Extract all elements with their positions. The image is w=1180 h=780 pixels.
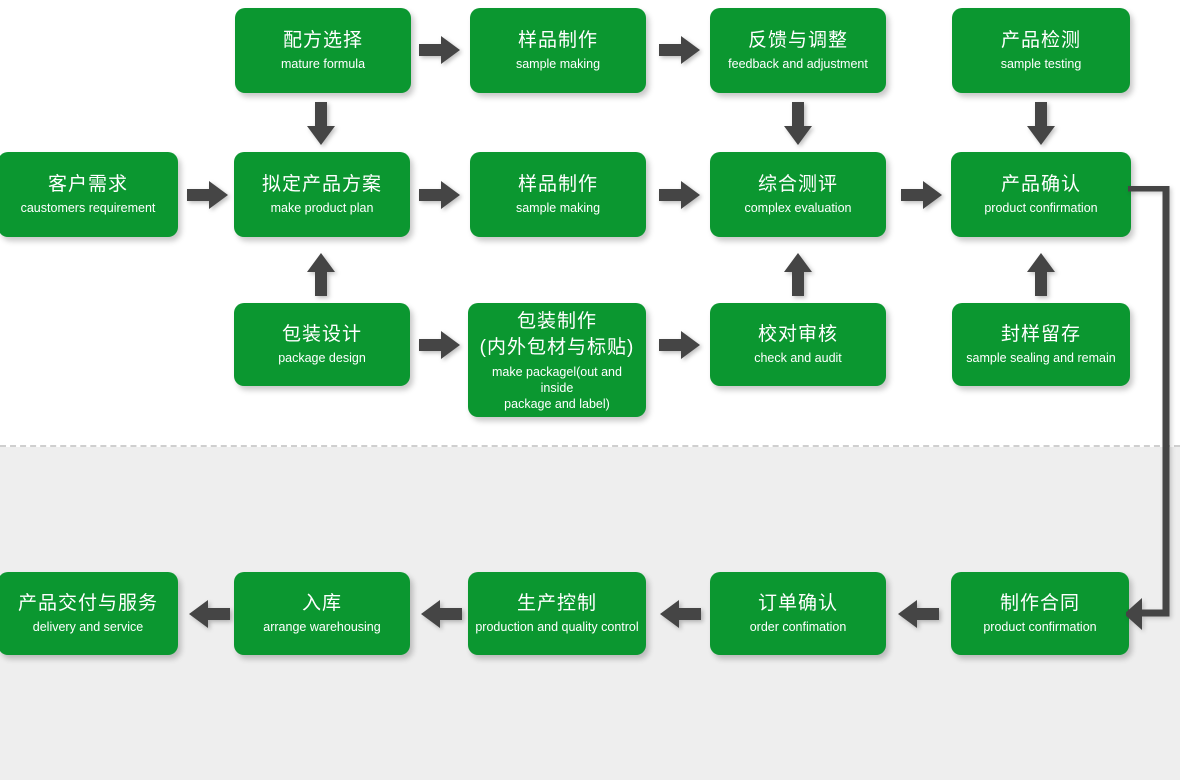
arrow-testing-down-to-confirmation bbox=[1025, 102, 1057, 146]
node-subtitle-en: make product plan bbox=[270, 201, 374, 215]
node-title-zh: 封样留存 bbox=[1000, 324, 1081, 345]
node-formula-selection[interactable]: 配方选择 mature formula bbox=[235, 8, 411, 93]
node-subtitle-en: delivery and service bbox=[32, 620, 144, 634]
arrow-order-to-production bbox=[660, 598, 702, 630]
arrow-contract-to-order bbox=[898, 598, 940, 630]
node-subtitle-en: make packagel(out and inside package and… bbox=[492, 364, 622, 411]
node-title-zh: 订单确认 bbox=[757, 593, 838, 614]
section-divider bbox=[0, 445, 1180, 447]
arrow-requirement-to-plan bbox=[187, 179, 229, 211]
node-feedback-adjustment[interactable]: 反馈与调整 feedback and adjustment bbox=[710, 8, 886, 93]
node-title-zh: 校对审核 bbox=[757, 324, 838, 345]
node-customer-requirement[interactable]: 客户需求 caustomers requirement bbox=[0, 152, 178, 237]
node-subtitle-en: product confirmation bbox=[984, 201, 1098, 215]
node-title-zh: 包装制作 (内外包材与标贴) bbox=[479, 310, 635, 358]
node-subtitle-en: mature formula bbox=[280, 57, 366, 71]
node-sample-making-top[interactable]: 样品制作 sample making bbox=[470, 8, 646, 93]
node-delivery-service[interactable]: 产品交付与服务 delivery and service bbox=[0, 572, 178, 655]
node-title-zh: 综合测评 bbox=[757, 174, 838, 195]
node-subtitle-en: caustomers requirement bbox=[20, 201, 156, 215]
node-title-zh: 拟定产品方案 bbox=[261, 174, 382, 195]
node-title-zh: 产品检测 bbox=[1000, 30, 1081, 51]
arrow-production-to-warehousing bbox=[421, 598, 463, 630]
node-package-design[interactable]: 包装设计 package design bbox=[234, 303, 410, 386]
node-subtitle-en: sample making bbox=[515, 57, 601, 71]
node-subtitle-en: product confirmation bbox=[983, 620, 1097, 634]
arrow-check-audit-up-to-evaluation bbox=[782, 252, 814, 296]
node-make-contract[interactable]: 制作合同 product confirmation bbox=[951, 572, 1129, 655]
node-title-zh: 样品制作 bbox=[517, 174, 598, 195]
arrow-package-design-up-to-plan bbox=[305, 252, 337, 296]
node-make-product-plan[interactable]: 拟定产品方案 make product plan bbox=[234, 152, 410, 237]
node-title-zh: 产品交付与服务 bbox=[17, 593, 158, 614]
arrow-formula-down-to-plan bbox=[305, 102, 337, 146]
arrow-plan-to-sample-mid bbox=[419, 179, 461, 211]
node-complex-evaluation[interactable]: 综合测评 complex evaluation bbox=[710, 152, 886, 237]
arrow-sample-top-to-feedback bbox=[659, 34, 701, 66]
arrow-sample-mid-to-evaluation bbox=[659, 179, 701, 211]
node-title-zh: 包装设计 bbox=[281, 324, 362, 345]
node-production-control[interactable]: 生产控制 production and quality control bbox=[468, 572, 646, 655]
arrow-sealing-up-to-confirmation bbox=[1025, 252, 1057, 296]
node-package-making[interactable]: 包装制作 (内外包材与标贴) make packagel(out and ins… bbox=[468, 303, 646, 417]
node-subtitle-en: sample sealing and remain bbox=[966, 351, 1116, 365]
node-title-zh: 入库 bbox=[301, 593, 342, 614]
arrow-package-making-to-check-audit bbox=[659, 329, 701, 361]
node-product-testing[interactable]: 产品检测 sample testing bbox=[952, 8, 1130, 93]
node-subtitle-en: package design bbox=[278, 351, 366, 365]
node-sample-making-mid[interactable]: 样品制作 sample making bbox=[470, 152, 646, 237]
node-subtitle-en: check and audit bbox=[754, 351, 842, 365]
node-title-zh: 反馈与调整 bbox=[747, 30, 848, 51]
arrow-package-design-to-package-making bbox=[419, 329, 461, 361]
node-subtitle-en: sample testing bbox=[1000, 57, 1082, 71]
node-title-zh: 配方选择 bbox=[282, 30, 363, 51]
node-title-zh: 样品制作 bbox=[517, 30, 598, 51]
connector-confirmation-to-contract bbox=[1126, 186, 1180, 636]
node-order-confirmation[interactable]: 订单确认 order confimation bbox=[710, 572, 886, 655]
arrow-warehousing-to-delivery bbox=[189, 598, 231, 630]
node-subtitle-en: order confimation bbox=[749, 620, 847, 634]
node-subtitle-en: sample making bbox=[515, 201, 601, 215]
node-check-audit[interactable]: 校对审核 check and audit bbox=[710, 303, 886, 386]
node-subtitle-en: complex evaluation bbox=[744, 201, 852, 215]
node-sample-sealing[interactable]: 封样留存 sample sealing and remain bbox=[952, 303, 1130, 386]
arrow-evaluation-to-confirmation bbox=[901, 179, 943, 211]
node-subtitle-en: production and quality control bbox=[475, 620, 639, 634]
node-title-zh: 客户需求 bbox=[47, 174, 128, 195]
node-product-confirmation[interactable]: 产品确认 product confirmation bbox=[951, 152, 1131, 237]
arrow-formula-to-sample-top bbox=[419, 34, 461, 66]
node-warehousing[interactable]: 入库 arrange warehousing bbox=[234, 572, 410, 655]
node-subtitle-en: feedback and adjustment bbox=[728, 57, 868, 71]
node-subtitle-en: arrange warehousing bbox=[263, 620, 381, 634]
node-title-zh: 制作合同 bbox=[999, 593, 1080, 614]
node-title-zh: 产品确认 bbox=[1000, 174, 1081, 195]
arrow-feedback-down-to-evaluation bbox=[782, 102, 814, 146]
node-title-zh: 生产控制 bbox=[516, 593, 597, 614]
